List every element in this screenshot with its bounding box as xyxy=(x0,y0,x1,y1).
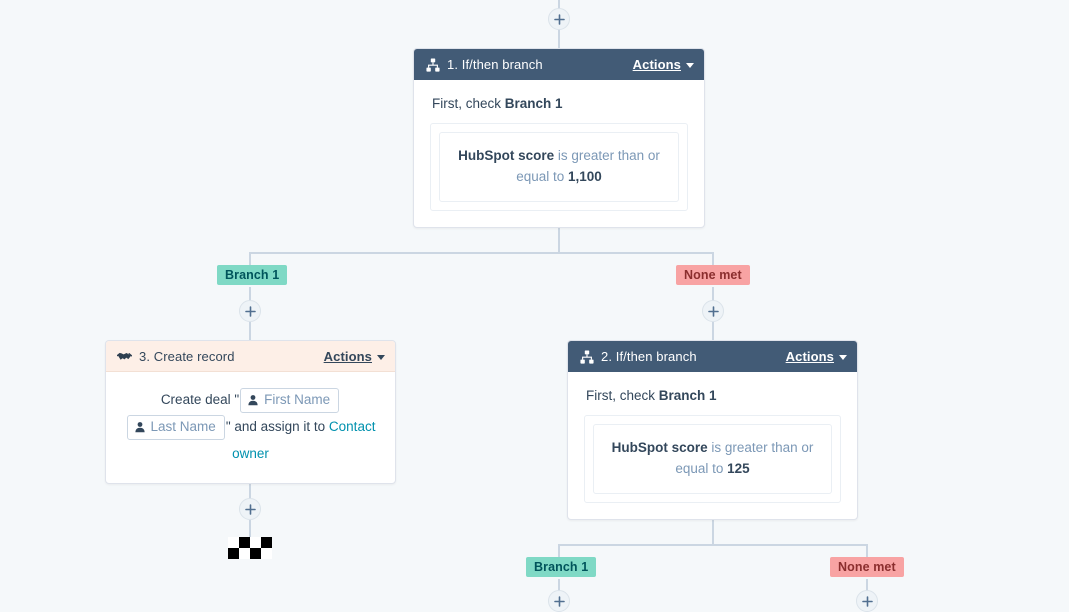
card-body: First, check Branch 1 HubSpot score is g… xyxy=(414,80,704,227)
add-step-none-met-lower[interactable] xyxy=(856,590,878,612)
token-last-name-label: Last Name xyxy=(150,419,216,435)
card-header: 2. If/then branch Actions xyxy=(568,341,857,372)
connector-split-left-upper xyxy=(249,252,251,266)
connector-top-above xyxy=(558,0,560,10)
condition-row[interactable]: HubSpot score is greater than or equal t… xyxy=(439,132,679,202)
add-step-branch1[interactable] xyxy=(239,300,261,322)
connector-split-bar-upper xyxy=(249,252,713,254)
connector-card2-down xyxy=(712,513,714,545)
actions-label: Actions xyxy=(323,348,372,364)
condition-value: 125 xyxy=(727,460,750,476)
badge-none-met-upper[interactable]: None met xyxy=(676,265,750,285)
chevron-down-icon xyxy=(377,354,385,360)
connector-card3-down xyxy=(249,479,251,499)
check-branch-line: First, check Branch 1 xyxy=(432,96,688,111)
connector-branch1-lower-to-plus xyxy=(558,579,560,591)
add-step-top[interactable] xyxy=(548,8,570,30)
badge-branch1-lower[interactable]: Branch 1 xyxy=(526,557,597,577)
connector-nonemet-to-plus xyxy=(712,287,714,301)
connector-plus-to-card3 xyxy=(249,322,251,340)
badge-branch1-upper[interactable]: Branch 1 xyxy=(217,265,288,285)
connector-plus-to-card2 xyxy=(712,322,714,340)
condition-row[interactable]: HubSpot score is greater than or equal t… xyxy=(593,424,832,494)
branch-icon xyxy=(579,349,594,364)
token-last-name[interactable]: Last Name xyxy=(126,415,225,440)
actions-dropdown[interactable]: Actions xyxy=(633,57,694,72)
connector-split-right-upper xyxy=(712,252,714,266)
handshake-icon xyxy=(117,349,132,364)
connector-plus-to-flag xyxy=(249,520,251,537)
contact-owner-link[interactable]: Contact owner xyxy=(232,419,376,461)
condition-group: HubSpot score is greater than or equal t… xyxy=(430,123,688,211)
badge-none-met-lower[interactable]: None met xyxy=(830,557,904,577)
connector-card1-down xyxy=(558,221,560,253)
actions-label: Actions xyxy=(785,349,834,364)
assign-text: " and assign it to xyxy=(225,419,329,434)
chevron-down-icon xyxy=(839,355,847,360)
connector-split-bar-lower xyxy=(558,544,867,546)
condition-operator: is greater than or equal to xyxy=(675,440,814,476)
connector-split-right-lower xyxy=(866,544,868,558)
add-step-after-create-record[interactable] xyxy=(239,498,261,520)
card-title: 3. Create record xyxy=(139,348,235,364)
check-prefix: First, check xyxy=(586,388,659,403)
condition-property: HubSpot score xyxy=(458,148,555,163)
condition-group: HubSpot score is greater than or equal t… xyxy=(584,415,841,503)
chevron-down-icon xyxy=(686,63,694,68)
condition-operator: is greater than or equal to xyxy=(516,148,660,184)
token-first-name[interactable]: First Name xyxy=(240,388,340,413)
actions-dropdown[interactable]: Actions xyxy=(324,349,385,364)
workflow-card-if-then-branch-1[interactable]: 1. If/then branch Actions First, check B… xyxy=(413,48,705,228)
workflow-card-create-record[interactable]: 3. Create record Actions Create deal " Fi… xyxy=(105,340,396,484)
card-header: 1. If/then branch Actions xyxy=(414,49,704,80)
check-prefix: First, check xyxy=(432,96,505,111)
card-header: 3. Create record Actions xyxy=(106,341,395,372)
condition-value: 1,100 xyxy=(568,168,602,184)
branch-icon xyxy=(425,57,440,72)
connector-top-below xyxy=(558,29,560,48)
card-body: First, check Branch 1 HubSpot score is g… xyxy=(568,372,857,519)
add-step-branch1-lower[interactable] xyxy=(548,590,570,612)
condition-property: HubSpot score xyxy=(611,440,708,455)
card-title: 1. If/then branch xyxy=(447,57,543,72)
connector-split-left-lower xyxy=(558,544,560,558)
check-branch-line: First, check Branch 1 xyxy=(586,388,841,403)
checkered-flag-icon xyxy=(228,537,272,559)
actions-dropdown[interactable]: Actions xyxy=(786,349,847,364)
card-title: 2. If/then branch xyxy=(601,349,697,364)
connector-branch1-to-plus xyxy=(249,287,251,301)
token-first-name-label: First Name xyxy=(264,392,331,408)
create-deal-lead: Create deal " xyxy=(160,392,240,407)
check-branch-name: Branch 1 xyxy=(658,388,717,403)
add-step-none-met[interactable] xyxy=(702,300,724,322)
check-branch-name: Branch 1 xyxy=(504,96,563,111)
actions-label: Actions xyxy=(632,57,681,72)
connector-nonemet-lower-to-plus xyxy=(866,579,868,591)
workflow-card-if-then-branch-2[interactable]: 2. If/then branch Actions First, check B… xyxy=(567,340,858,520)
